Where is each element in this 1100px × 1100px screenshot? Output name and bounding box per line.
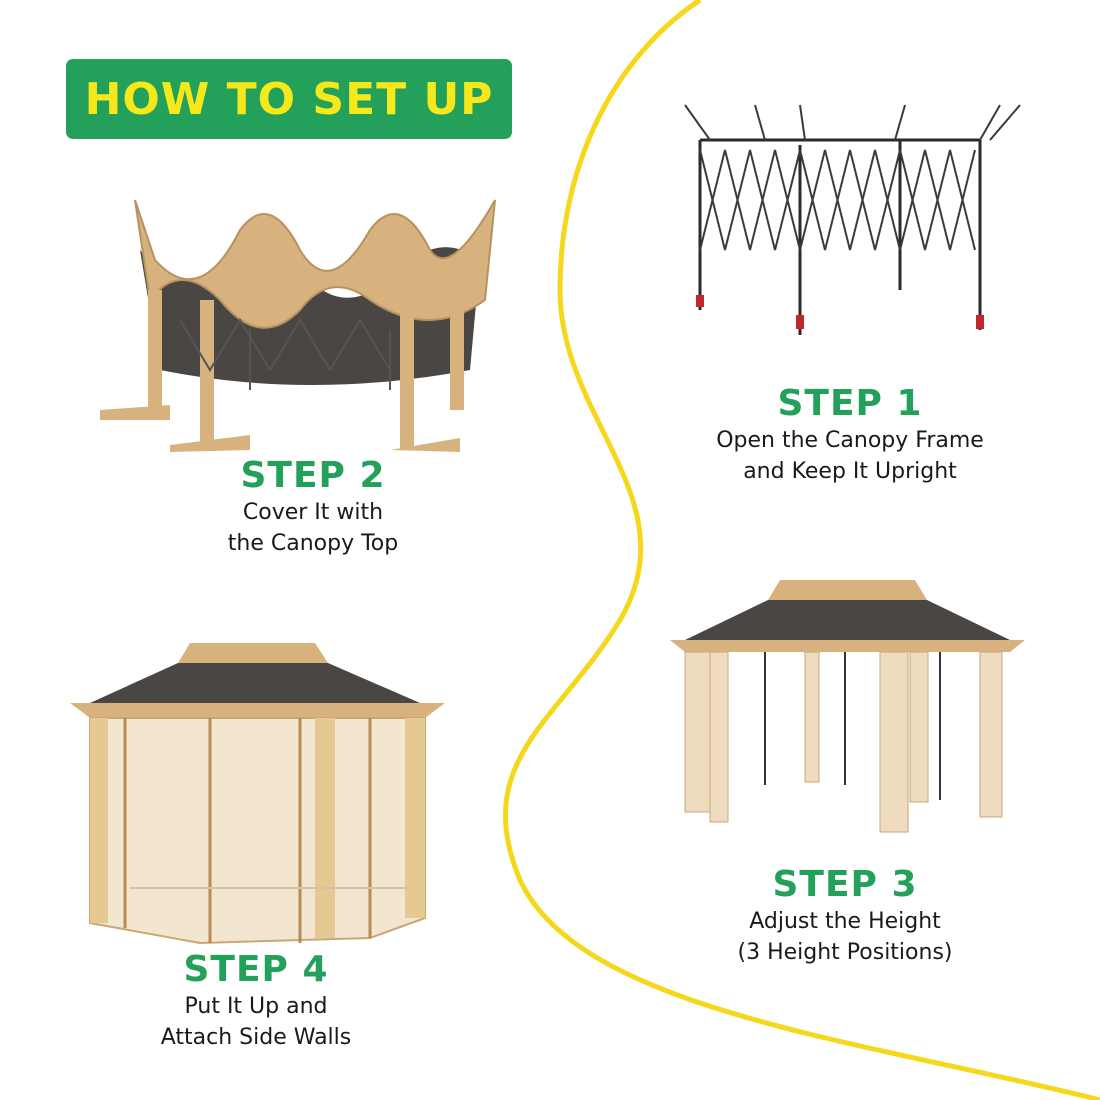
banner-title: HOW TO SET UP <box>84 73 494 125</box>
step-4-line-1: Put It Up and <box>184 994 328 1019</box>
step-2-title: STEP 2 <box>240 455 386 496</box>
step-4-title: STEP 4 <box>183 949 329 990</box>
canopy-frame-illustration <box>684 104 1021 335</box>
step-3-line-1: Adjust the Height <box>749 909 941 934</box>
gazebo-walls-illustration <box>70 643 445 945</box>
step-3: STEP 3 Adjust the Height (3 Height Posit… <box>675 864 1015 968</box>
step-1-title: STEP 1 <box>777 383 923 424</box>
step-1: STEP 1 Open the Canopy Frame and Keep It… <box>680 383 1020 487</box>
step-2: STEP 2 Cover It with the Canopy Top <box>143 455 483 559</box>
step-2-line-2: the Canopy Top <box>227 531 399 556</box>
step-4-line-2: Attach Side Walls <box>160 1025 352 1050</box>
step-1-line-1: Open the Canopy Frame <box>716 428 984 453</box>
step-3-line-2: (3 Height Positions) <box>737 940 953 965</box>
step-4: STEP 4 Put It Up and Attach Side Walls <box>86 949 426 1053</box>
how-to-set-up-banner: HOW TO SET UP <box>66 59 512 139</box>
gazebo-open-illustration <box>670 580 1025 833</box>
step-3-title: STEP 3 <box>772 864 918 905</box>
step-2-line-1: Cover It with <box>242 500 384 525</box>
step-1-line-2: and Keep It Upright <box>743 459 957 484</box>
canopy-top-illustration <box>100 199 496 452</box>
